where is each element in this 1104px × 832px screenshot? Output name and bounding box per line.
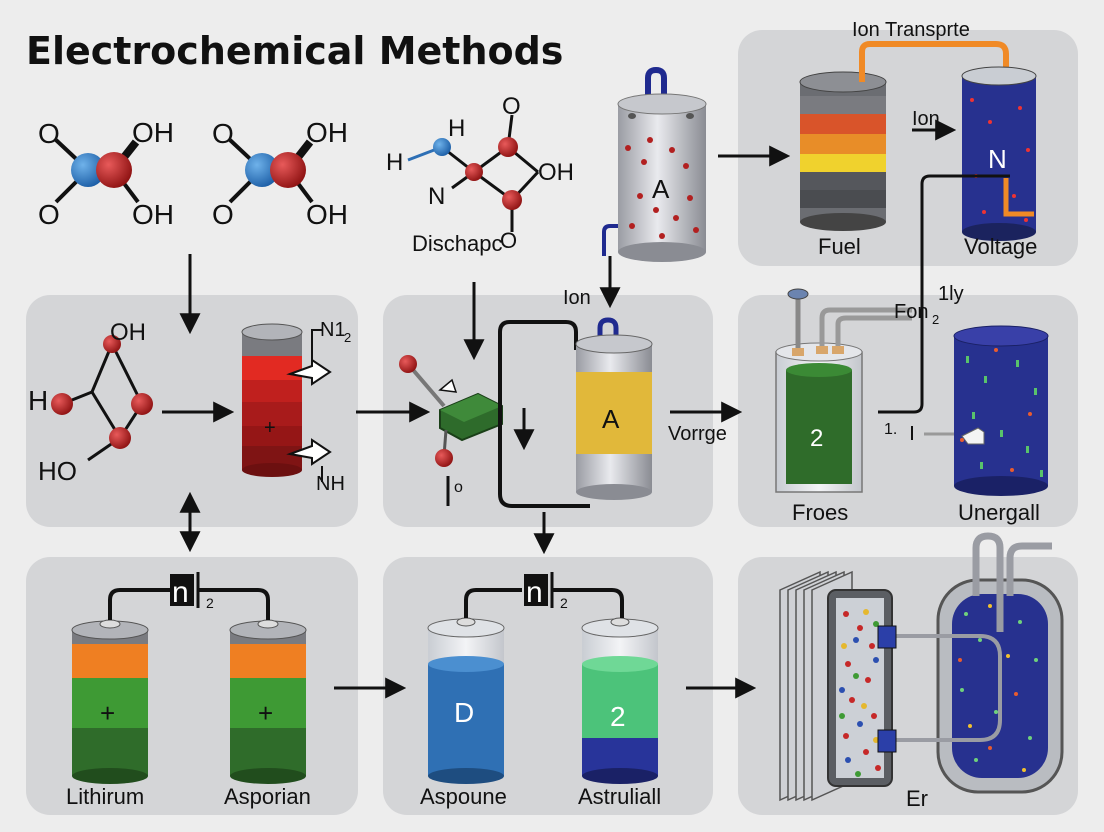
mol1-o-bottom: O	[38, 199, 60, 230]
molecule-1: O O OH OH	[38, 117, 174, 230]
mol3-caption: Dischapc	[412, 231, 502, 256]
unergall-label: Unergall	[958, 500, 1040, 525]
molecule-3: H H N O OH O Dischapc	[386, 93, 574, 256]
fuel-stack-cell	[799, 71, 887, 231]
ion-under-a-label: Ion	[563, 287, 591, 309]
beaker-frame: 2	[775, 288, 912, 493]
mol2-o-top: O	[212, 118, 234, 149]
mol3-h-left: H	[386, 149, 403, 176]
asporian-label: Asporian	[224, 784, 311, 809]
battery-lithium: +	[71, 619, 149, 784]
voltage-return-wire	[878, 174, 1010, 414]
cell-n: N	[961, 66, 1037, 241]
fuel-stack-tubes	[972, 532, 1052, 632]
plus-left-label: +	[100, 698, 115, 728]
flow-arrows	[162, 145, 791, 699]
battery-tag-top-sub: 2	[344, 330, 351, 345]
fon-label: Fon	[894, 301, 928, 323]
mol3-o-top: O	[502, 93, 521, 120]
panel-center-cell	[383, 295, 713, 527]
mol2-o-bottom: O	[212, 199, 234, 230]
cylinder-a-mid-label: A	[602, 404, 620, 434]
frame-number-label: 2	[810, 425, 823, 452]
center-circuit-wire	[498, 320, 590, 508]
n2-left-label: n	[172, 576, 189, 609]
red-battery: +	[241, 323, 332, 482]
battery-tag-top: N1	[320, 319, 346, 341]
mol4-h-left: H	[28, 385, 48, 416]
voltage-label: Voltage	[964, 234, 1037, 259]
mol1-oh-top: OH	[132, 117, 174, 148]
mol2-oh-bottom: OH	[306, 199, 348, 230]
battery-link-wire	[108, 588, 270, 620]
n2-mid-sub: 2	[560, 595, 568, 611]
beaker-d-label: D	[454, 697, 474, 728]
cylinder-unergall	[953, 325, 1049, 496]
cylinder-a-top: A	[602, 66, 707, 262]
fon-sub: 2	[932, 312, 939, 327]
mol3-o-bottom: O	[500, 228, 517, 253]
beaker-2: 2	[581, 617, 659, 784]
battery-asporian: +	[229, 619, 307, 784]
beaker-2-label: 2	[610, 701, 626, 732]
n2-left-sub: 2	[206, 595, 214, 611]
n2-mid-label: n	[526, 576, 543, 609]
panels	[26, 30, 1078, 815]
battery-plus-sign: +	[264, 417, 276, 439]
beaker-link-wire	[464, 588, 624, 618]
mol2-oh-top: OH	[306, 117, 348, 148]
astruliall-label: Astruliall	[578, 784, 661, 809]
fuel-label: Fuel	[818, 234, 861, 259]
vorrge-label: Vorrge	[668, 423, 727, 445]
ion-transport-path	[859, 41, 1034, 205]
mol3-n: N	[428, 183, 445, 210]
froes-label: Froes	[792, 500, 848, 525]
page-title: Electrochemical Methods	[26, 29, 563, 73]
mol4-oh-top: OH	[110, 319, 146, 346]
mark-1-label: 1.	[884, 421, 897, 438]
mol4-ho-bottom: HO	[38, 456, 77, 486]
electrode-block	[399, 355, 503, 467]
fon-1y-label: 1ly	[938, 283, 964, 305]
beaker-d: D	[427, 617, 505, 784]
er-label: Er	[906, 786, 928, 811]
aspoune-label: Aspoune	[420, 784, 507, 809]
mol3-h-top: H	[448, 115, 465, 142]
ion-transport-label: Ion Transprte	[852, 19, 970, 41]
mol3-oh: OH	[538, 159, 574, 186]
plate-stack	[779, 570, 893, 802]
lithium-label: Lithirum	[66, 784, 144, 809]
o-small-label: o	[454, 479, 463, 496]
mol1-oh-bottom: OH	[132, 199, 174, 230]
cylinder-a-mid: A	[575, 317, 653, 500]
plus-right-label: +	[258, 698, 273, 728]
molecule-2: O O OH OH	[212, 117, 348, 230]
battery-tag-bottom: NH	[316, 473, 345, 495]
cylinder-a-top-label: A	[652, 174, 670, 204]
cell-n-label: N	[988, 144, 1007, 174]
molecule-4: OH H HO	[28, 319, 153, 486]
mol1-o-top: O	[38, 118, 60, 149]
ion-mid-label: Ion	[912, 108, 940, 130]
